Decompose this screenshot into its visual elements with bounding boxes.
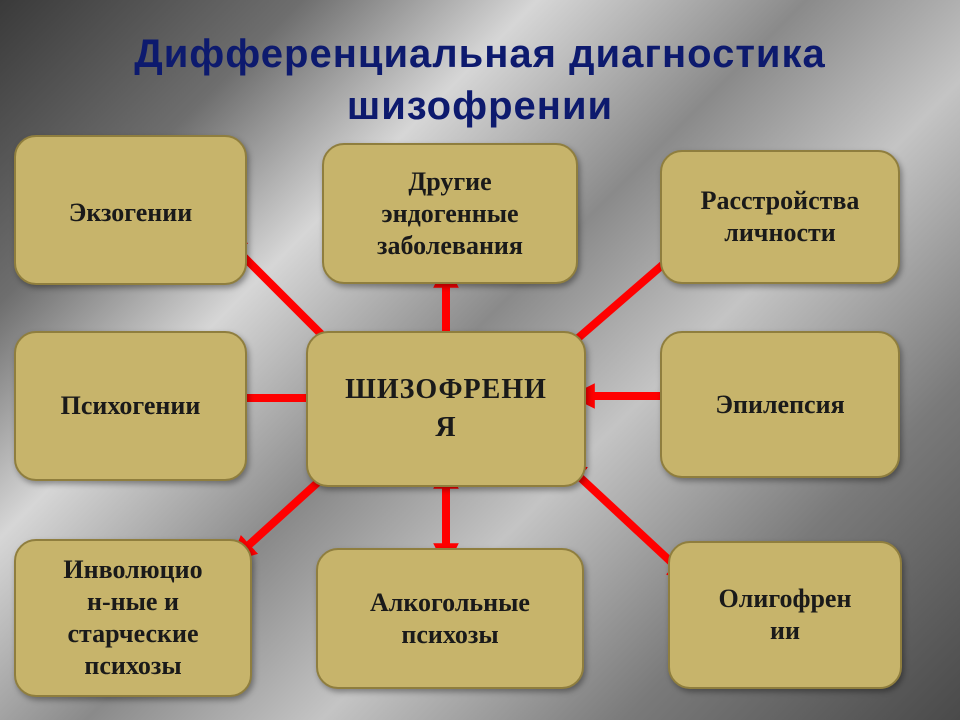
box-personality-disorders: Расстройства личности [660,150,900,284]
box-exogenies: Экзогении [14,135,247,285]
box-other-endogenous: Другие эндогенные заболевания [322,143,578,284]
box-alcoholic: Алкогольные психозы [316,548,584,689]
box-psychogenies: Психогении [14,331,247,481]
box-oligophrenia: Олигофрен ии [668,541,902,689]
arrow-oligophrenia [560,459,694,583]
box-involutional: Инволюцио н-ные и старческие психозы [14,539,252,697]
slide-title: Дифференциальная диагностика шизофрении [134,32,826,128]
box-epilepsy: Эпилепсия [660,331,900,478]
center-box-schizophrenia: ШИЗОФРЕНИ Я [306,331,586,487]
